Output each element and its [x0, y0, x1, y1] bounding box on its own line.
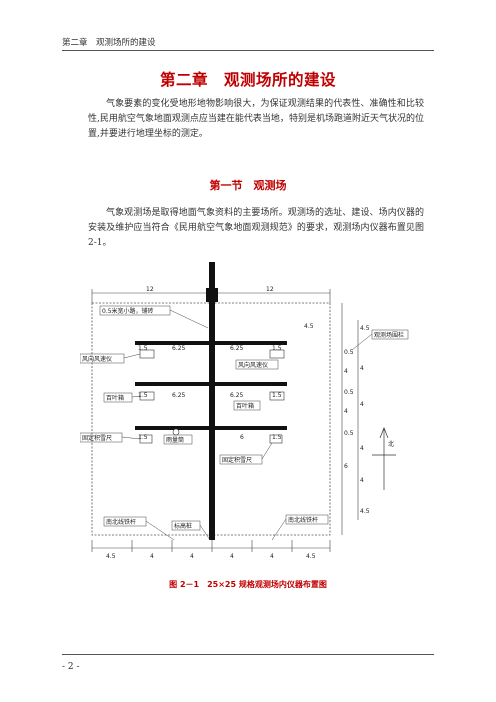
- dim-right-4c: 4: [360, 365, 364, 372]
- dim-row2-a: 1.5: [138, 392, 148, 399]
- label-snow-ruler-left: 固定积雪尺: [82, 434, 112, 442]
- label-fence: 观测场围栏: [374, 331, 404, 339]
- dim-bottom-5: 4: [270, 553, 274, 560]
- chapter-title: 第二章 观测场所的建设: [159, 70, 336, 89]
- dim-right-05c: 0.5: [344, 430, 354, 437]
- north-arrow-icon: [372, 427, 396, 490]
- label-ns-marker-right: 南北线铁杆: [288, 516, 318, 524]
- dim-right-45c: 4.5: [360, 508, 370, 515]
- walkway-row-2: [135, 382, 287, 386]
- running-header: 第二章 观测场所的建设: [62, 38, 156, 48]
- dim-bottom-3: 4: [190, 553, 194, 560]
- dim-row2-d: 1.5: [272, 392, 282, 399]
- dim-row1-d: 1.5: [272, 345, 282, 352]
- page-number: - 2 -: [62, 662, 80, 672]
- dim-row3-c: 1.5: [272, 434, 282, 441]
- dim-bottom-4: 4: [230, 553, 234, 560]
- dim-row1-b: 6.25: [172, 345, 186, 352]
- label-louver-left: 百叶箱: [106, 394, 124, 402]
- dim-top-left: 12: [146, 286, 154, 293]
- dim-row1-a: 1.5: [138, 345, 148, 352]
- label-benchmark: 标高桩: [174, 522, 192, 530]
- dim-right-05a: 0.5: [344, 349, 354, 356]
- label-wind-sensor-mid: 风向风速仪: [238, 361, 268, 369]
- entry-gate: [206, 288, 218, 302]
- label-rain-gauge: 雨量筒: [166, 436, 184, 444]
- dim-right-4d: 4: [360, 401, 364, 408]
- section-title: 第一节 观测场: [209, 179, 287, 192]
- walkway-row-3: [135, 426, 287, 430]
- label-wind-sensor-left: 风向风速仪: [82, 355, 112, 363]
- dim-right-45b: 4.5: [360, 325, 370, 332]
- dim-right-45a: 4.5: [304, 323, 314, 330]
- instrument-layout-figure: 12 12 1.5 6.25 6.25 1.5 1.5 6.25 6.25 1.…: [79, 258, 410, 578]
- dim-right-6: 6: [344, 463, 348, 470]
- dim-right-4b: 4: [344, 408, 348, 415]
- dim-bottom-2: 4: [150, 553, 154, 560]
- dim-row2-c: 6.25: [230, 392, 244, 399]
- label-ns-marker-left: 南北线铁杆: [106, 518, 136, 526]
- footer-rule: [62, 654, 434, 655]
- dim-top-right: 12: [266, 286, 274, 293]
- dim-row1-c: 6.25: [230, 345, 244, 352]
- dim-bottom-6: 4.5: [306, 553, 316, 560]
- label-louver-right: 百叶箱: [236, 402, 254, 410]
- label-snow-ruler-mid: 固定积雪尺: [222, 456, 252, 464]
- dim-right-4f: 4: [360, 477, 364, 484]
- figure-caption: 图 2－1 25×25 规格观测场内仪器布置图: [169, 580, 327, 589]
- label-walkway: 0.5米宽小路，铺砖: [102, 307, 154, 315]
- section-paragraph: 气象观测场是取得地面气象资料的主要场所。观测场的选址、建设、场内仪器的安装及维护…: [88, 208, 424, 248]
- rain-gauge-marker: [172, 428, 180, 436]
- dim-row3-a: 1.5: [138, 434, 148, 441]
- label-north: 北: [388, 440, 394, 448]
- intro-paragraph: 气象要素的变化受地形地物影响很大，为保证观测结果的代表性、准确性和比较性,民用航…: [88, 99, 424, 139]
- dim-right-4e: 4: [360, 445, 364, 452]
- dim-right-4a: 4: [344, 368, 348, 375]
- dim-right-05b: 0.5: [344, 389, 354, 396]
- dim-bottom-1: 4.5: [106, 553, 116, 560]
- walkway-bar: [209, 262, 215, 540]
- header-rule: [62, 50, 434, 51]
- dim-row2-b: 6.25: [172, 392, 186, 399]
- dim-row3-b: 6: [240, 434, 244, 441]
- walkway-row-1: [135, 341, 287, 345]
